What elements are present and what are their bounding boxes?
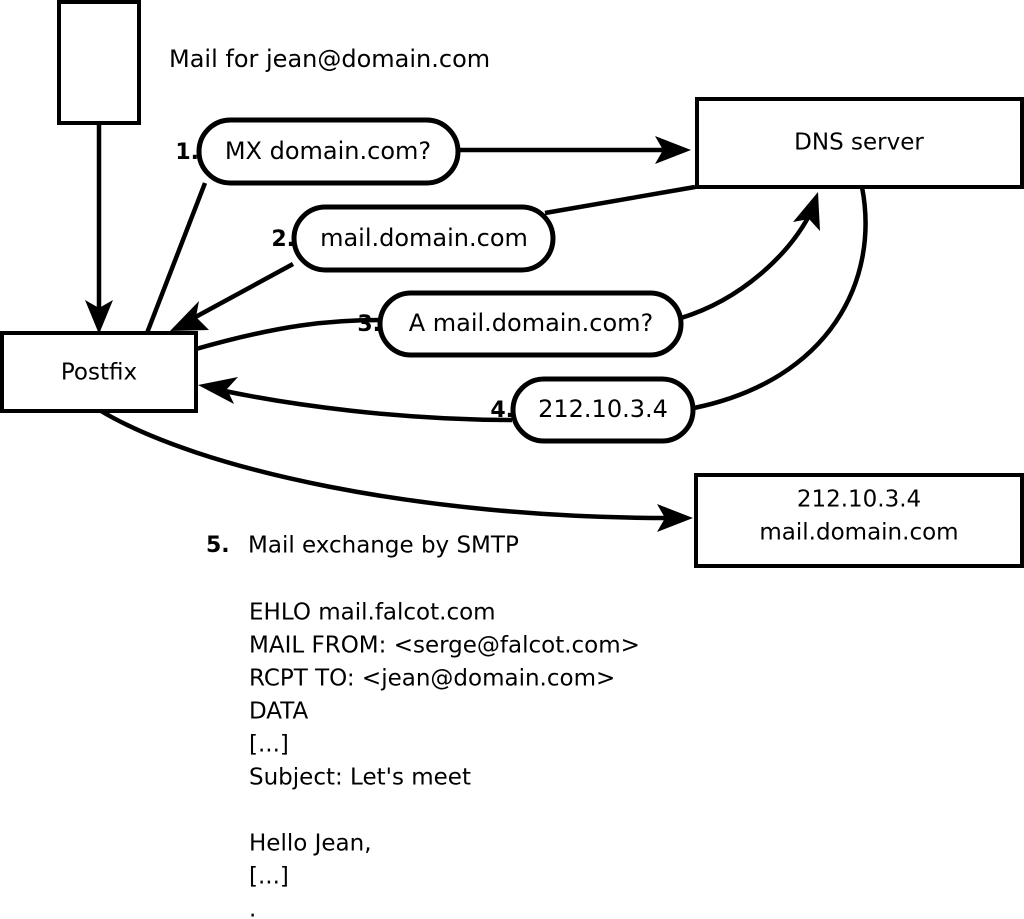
edge-step1-to-dns: [458, 136, 691, 164]
step-number-2: 2.: [271, 227, 295, 252]
step-bubble-4-label: 212.10.3.4: [538, 395, 668, 423]
step-number-3: 3.: [357, 312, 381, 337]
edge-step2-to-postfix: [170, 262, 295, 331]
step-5-label: Mail exchange by SMTP: [248, 533, 519, 559]
smtp-transcript-line: [...]: [249, 864, 289, 890]
smtp-transcript-line: RCPT TO: <jean@domain.com>: [249, 666, 615, 692]
edge-dns-to-step2: [544, 184, 696, 216]
node-postfix-label: Postfix: [61, 360, 137, 386]
step-bubble-4[interactable]: 212.10.3.4: [510, 376, 696, 444]
node-dns-server[interactable]: DNS server: [695, 97, 1024, 189]
node-incoming-mail[interactable]: [57, 0, 141, 125]
step-bubble-3[interactable]: A mail.domain.com?: [377, 290, 684, 358]
smtp-transcript-line: [...]: [249, 732, 289, 758]
step-bubble-3-label: A mail.domain.com?: [409, 309, 654, 337]
step-bubble-1[interactable]: MX domain.com?: [196, 117, 461, 186]
node-remote-mail-server-host: mail.domain.com: [759, 520, 958, 546]
smtp-transcript-line: DATA: [249, 699, 309, 725]
node-remote-mail-server[interactable]: 212.10.3.4 mail.domain.com: [694, 473, 1024, 568]
node-postfix[interactable]: Postfix: [0, 331, 198, 413]
title-note: Mail for jean@domain.com: [169, 45, 490, 73]
edge-step4-to-postfix: [198, 377, 513, 423]
edge-step3-to-dns: [680, 192, 820, 321]
smtp-transcript-line: Hello Jean,: [249, 831, 372, 857]
node-dns-server-label: DNS server: [794, 130, 924, 156]
smtp-transcript-line: Subject: Let's meet: [249, 765, 471, 791]
step-bubble-2[interactable]: mail.domain.com: [291, 204, 556, 273]
edge-postfix-to-step3: [195, 317, 381, 352]
step-number-5: 5.: [206, 533, 230, 558]
step-bubble-2-label: mail.domain.com: [320, 224, 528, 252]
step-number-1: 1.: [175, 140, 199, 165]
step-number-4: 4.: [490, 398, 514, 423]
smtp-transcript-line: EHLO mail.falcot.com: [249, 600, 496, 626]
edge-postfix-to-step1: [144, 182, 208, 334]
edge-incoming-to-postfix: [85, 123, 113, 334]
node-remote-mail-server-ip: 212.10.3.4: [797, 487, 921, 513]
step-bubble-1-label: MX domain.com?: [225, 137, 431, 165]
edge-postfix-to-remote: [99, 409, 693, 532]
edge-dns-to-step4: [693, 186, 868, 411]
smtp-transcript-line: MAIL FROM: <serge@falcot.com>: [249, 633, 640, 659]
smtp-transcript-line: .: [249, 897, 256, 919]
